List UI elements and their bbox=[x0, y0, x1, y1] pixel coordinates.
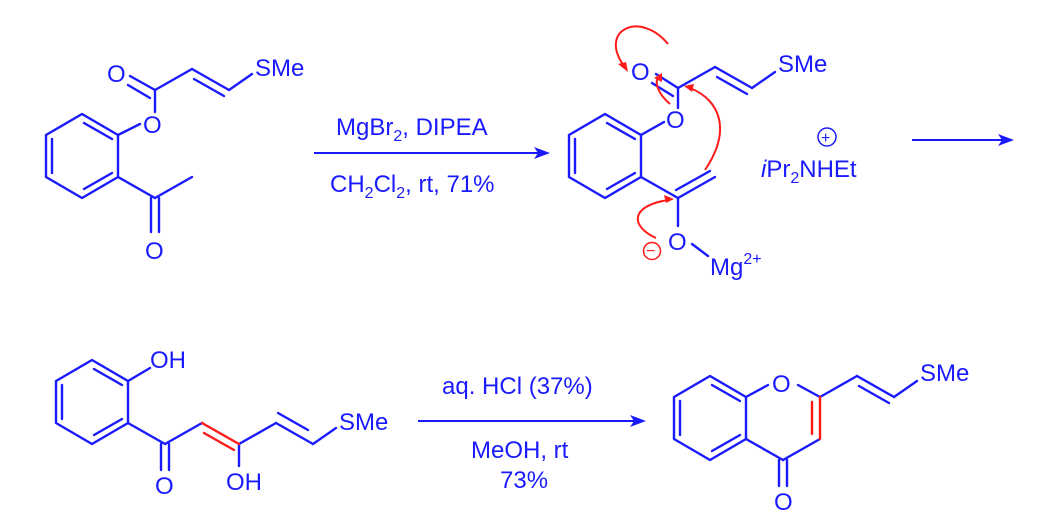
step1-conditions: CH2Cl2, rt, 71% bbox=[330, 171, 495, 202]
chromone-product: O O SMe bbox=[672, 360, 969, 516]
negative-charge-circle bbox=[642, 241, 662, 261]
diketone-ketone-oxygen: O bbox=[155, 473, 174, 500]
enol-double-bond bbox=[200, 421, 241, 452]
step1-reagent-sub: 2 bbox=[393, 128, 402, 145]
reactant-ester-oxygen: O bbox=[143, 112, 162, 139]
step1-reagent-mgbr: MgBr bbox=[336, 114, 393, 141]
step2-condition-line1: MeOH, rt bbox=[471, 437, 569, 464]
counterion-sub: 2 bbox=[790, 170, 799, 187]
step1-cond-ch: CH bbox=[330, 171, 365, 198]
step1-cond-sub1: 2 bbox=[365, 185, 374, 202]
step2-reagent: aq. HCl (37%) bbox=[442, 373, 593, 400]
magnesium-charge: 2+ bbox=[743, 251, 761, 268]
intermediate-bonds bbox=[567, 65, 777, 258]
step-continue-arrow bbox=[912, 134, 1014, 146]
positive-charge-sign: + bbox=[821, 130, 830, 147]
counterion: iPr2NHEt + bbox=[761, 127, 857, 187]
step1-cond-cl: Cl bbox=[374, 171, 397, 198]
chromone-sme-label: SMe bbox=[920, 360, 969, 387]
negative-charge-sign: − bbox=[646, 243, 655, 260]
counterion-pr: Pr bbox=[766, 156, 790, 183]
intermediate-enolate-oxygen: O bbox=[668, 229, 687, 256]
chromone-carbonyl-oxygen: O bbox=[774, 489, 793, 516]
reactant-ketone-oxygen: O bbox=[145, 238, 164, 265]
intermediate-molecule: O O SMe O Mg2+ − bbox=[567, 25, 827, 281]
mechanism-arrows bbox=[614, 25, 721, 239]
intermediate-sme-label: SMe bbox=[778, 51, 827, 78]
counterion-rest: NHEt bbox=[799, 156, 857, 183]
diketone-product: OH O OH SMe bbox=[54, 347, 388, 500]
step1-reagents: MgBr2, DIPEA bbox=[336, 114, 488, 145]
counterion-i: i bbox=[761, 156, 767, 183]
intermediate-ester-oxygen: O bbox=[666, 107, 685, 134]
step1-cond-sub2: 2 bbox=[396, 185, 405, 202]
diketone-phenol-oh: OH bbox=[150, 347, 186, 374]
reactant-molecule: O O SMe O bbox=[44, 55, 304, 265]
intermediate-carbonyl-oxygen: O bbox=[631, 59, 650, 86]
chromone-ring-oxygen: O bbox=[772, 371, 791, 398]
reactant-carbonyl-oxygen: O bbox=[107, 61, 126, 88]
reactant-sme-label: SMe bbox=[255, 55, 304, 82]
reactant-bonds bbox=[44, 67, 254, 234]
step1-cond-rest: , rt, 71% bbox=[405, 171, 494, 198]
chromone-bonds bbox=[672, 374, 919, 488]
diketone-sme-label: SMe bbox=[339, 409, 388, 436]
step1-reagent-rest: , DIPEA bbox=[402, 114, 487, 141]
diketone-enol-oh: OH bbox=[226, 469, 262, 496]
step1-arrow bbox=[314, 147, 550, 159]
step2-arrow bbox=[418, 415, 646, 427]
magnesium-symbol: Mg bbox=[710, 254, 743, 281]
positive-charge-circle bbox=[817, 127, 837, 147]
step2-condition-line2: 73% bbox=[500, 467, 548, 494]
magnesium-label: Mg2+ bbox=[710, 251, 762, 281]
diketone-bonds bbox=[54, 358, 338, 472]
counterion-label: iPr2NHEt bbox=[761, 156, 857, 187]
chromone-red-double-bond bbox=[810, 395, 822, 441]
